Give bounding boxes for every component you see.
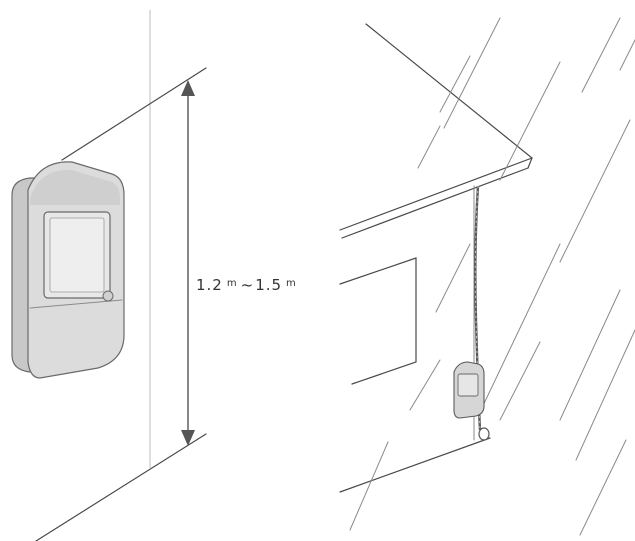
ground-line [339, 437, 491, 493]
wall-top-edge [61, 67, 207, 161]
roof-eave-upper [339, 157, 533, 231]
sensor-screw-icon [102, 290, 114, 302]
motion-sensor-large [11, 161, 125, 379]
rain-lines [349, 17, 635, 536]
house-window [339, 257, 417, 385]
motion-sensor-small [453, 361, 485, 419]
wall-closeup [35, 10, 207, 541]
height-dimension-arrow [181, 80, 195, 446]
roof-ridge-line [365, 23, 533, 159]
wall-bottom-edge [35, 433, 207, 541]
house-illustration [339, 17, 635, 536]
roof-eave-lower [341, 167, 529, 239]
